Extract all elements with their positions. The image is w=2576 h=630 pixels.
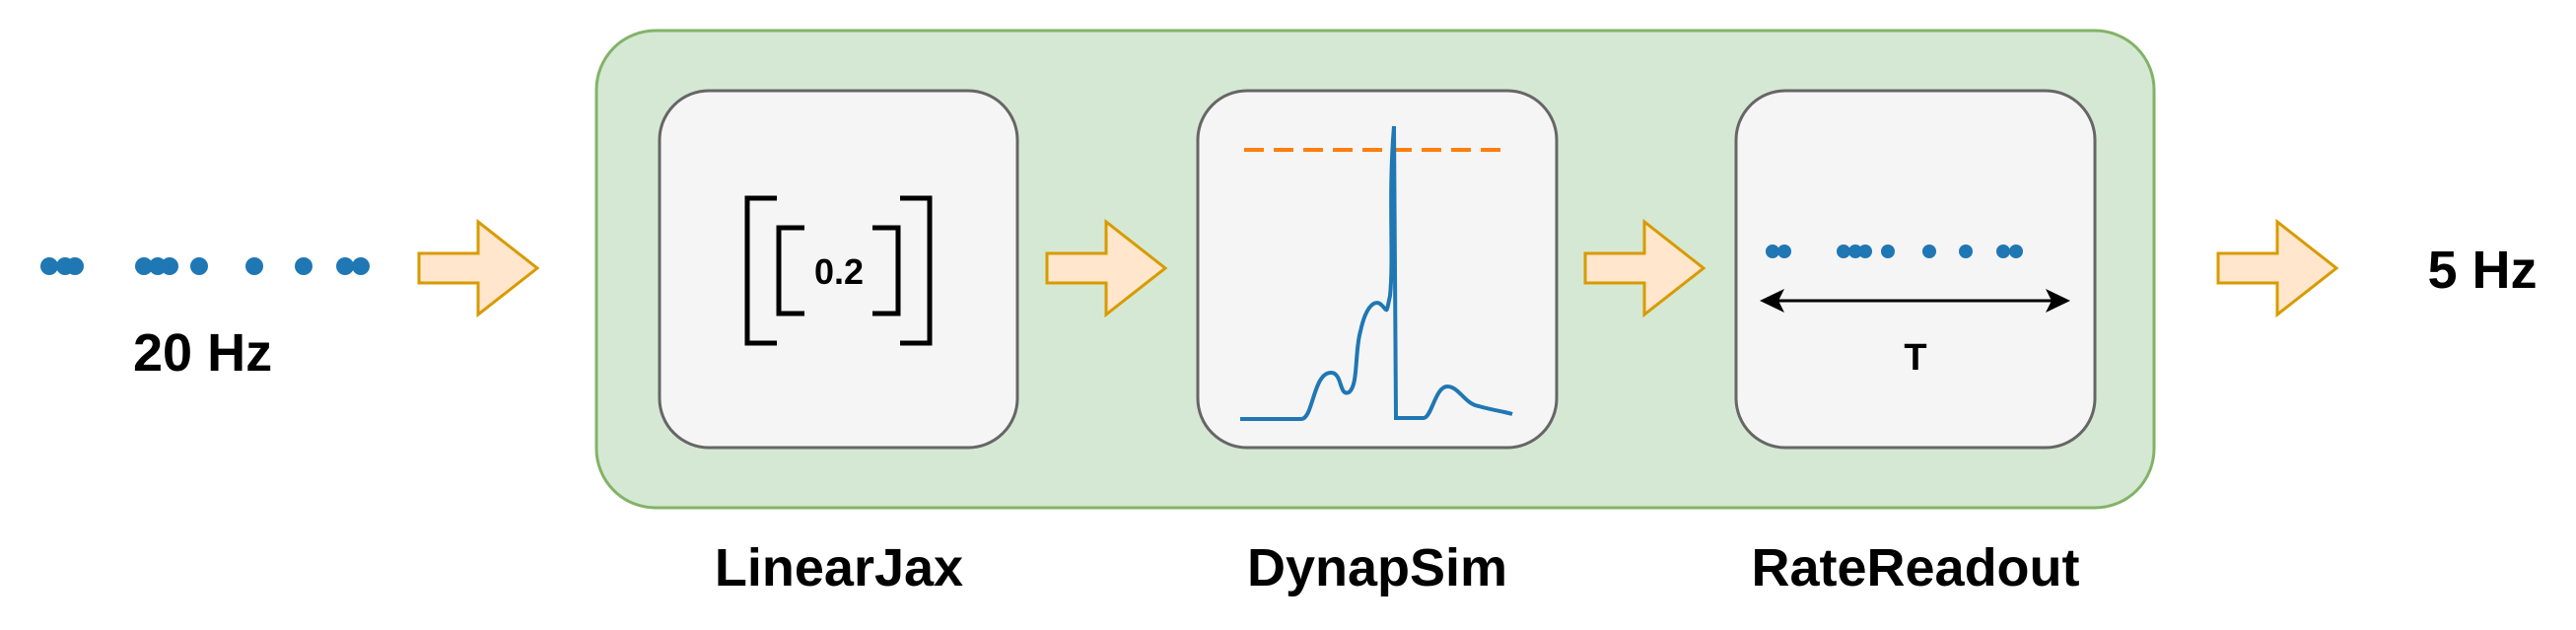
matrix-bracket-icon <box>744 195 933 346</box>
weight-value: 0.2 <box>814 251 864 292</box>
readout-spike-dot <box>1848 245 1862 258</box>
flow-arrow-icon <box>1045 218 1168 318</box>
input-spike-dot <box>40 257 58 275</box>
input-spike-dot <box>135 257 153 275</box>
flow-arrow-icon <box>2216 218 2339 318</box>
readout-spike-dot <box>1858 245 1872 258</box>
flow-arrow-icon <box>1583 218 1706 318</box>
module-box-ratereadout <box>1734 89 2097 450</box>
readout-spike-dot <box>1777 245 1791 258</box>
input-spike-train <box>40 257 370 275</box>
input-spike-dot <box>352 257 370 275</box>
readout-spike-dot <box>1881 245 1895 258</box>
module-dynapsim <box>1196 89 1559 450</box>
readout-spike-dot <box>1996 245 2010 258</box>
module-linearjax: 0.2 <box>658 89 1019 450</box>
module-label-linearjax: LinearJax <box>715 538 963 597</box>
window-label: T <box>1904 337 1926 379</box>
input-rate-label: 20 Hz <box>133 323 272 383</box>
input-spike-dot <box>245 257 263 275</box>
double-arrow-icon <box>1760 289 2070 313</box>
module-label-ratereadout: RateReadout <box>1751 538 2079 597</box>
readout-spike-dot <box>1959 245 1973 258</box>
module-box-linearjax <box>658 89 1019 450</box>
module-ratereadout: T <box>1734 89 2097 450</box>
readout-spike-dot <box>1766 245 1779 258</box>
output-rate-label: 5 Hz <box>2427 241 2537 300</box>
module-box-dynapsim <box>1196 89 1559 450</box>
input-spike-dot <box>295 257 313 275</box>
module-label-dynapsim: DynapSim <box>1247 538 1507 597</box>
input-spike-dot <box>161 257 178 275</box>
readout-spike-dot <box>1922 245 1936 258</box>
readout-spike-dot <box>2009 245 2023 258</box>
input-spike-dot <box>66 257 84 275</box>
membrane-trace-icon <box>1240 125 1513 421</box>
input-spike-dot <box>190 257 208 275</box>
input-spike-dot <box>336 257 354 275</box>
readout-spike-dot <box>1837 245 1850 258</box>
spike-train-icon <box>1766 245 2023 258</box>
flow-arrow-icon <box>417 218 540 318</box>
